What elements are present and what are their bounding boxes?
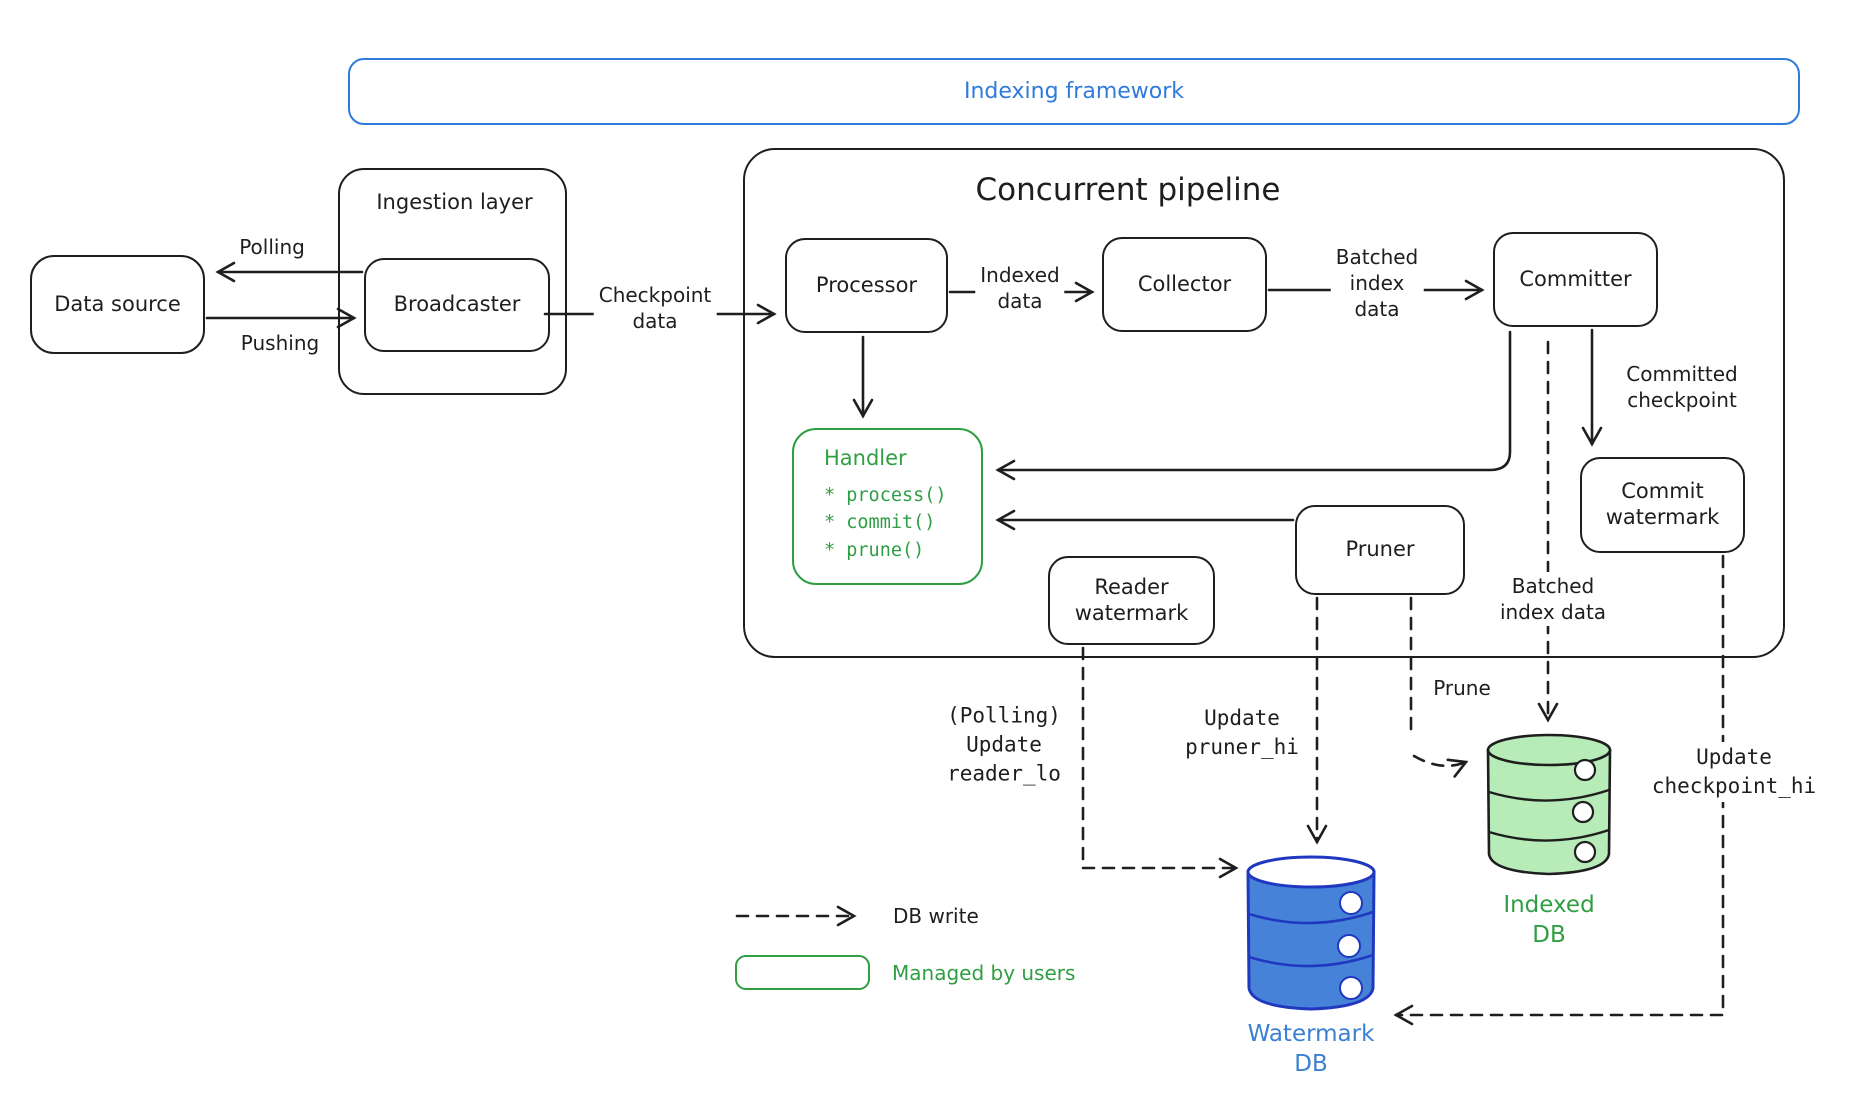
indexed-db-top <box>1486 733 1612 767</box>
edge-label-update-reader-lo: (Polling) Update reader_lo <box>947 703 1061 786</box>
node-concurrent-pipeline <box>743 148 1785 658</box>
node-commit-watermark: Commit watermark <box>1580 457 1745 553</box>
watermark-db-band <box>1248 953 1374 968</box>
indexed-db-dot <box>1573 840 1597 864</box>
handler-method-prune: * prune() <box>824 540 925 562</box>
watermark-db-body <box>1246 870 1376 1011</box>
indexed-db-body <box>1486 748 1612 876</box>
reader-watermark-label: Reader watermark <box>1074 574 1189 625</box>
handler-method-commit: * commit() <box>824 512 936 534</box>
node-committer: Committer <box>1493 232 1658 327</box>
handler-method-process: * process() <box>824 484 947 506</box>
handler-title: Handler <box>824 446 907 470</box>
watermark-db-dot <box>1339 891 1363 915</box>
edge-label-pushing: Pushing <box>240 331 320 355</box>
watermark-db-band <box>1248 910 1374 925</box>
node-reader-watermark: Reader watermark <box>1048 556 1215 645</box>
committer-label: Committer <box>1519 266 1632 291</box>
indexed-db-dot <box>1571 800 1595 824</box>
concurrent-pipeline-title: Concurrent pipeline <box>975 172 1281 208</box>
indexed-db-label: Indexed DB <box>1503 892 1595 948</box>
dashed-arrow-prune-to-indexed-db <box>1412 754 1469 778</box>
indexed-db-band <box>1488 828 1610 842</box>
indexed-db-cylinder <box>1486 733 1612 876</box>
edge-label-indexed-data: Indexed data <box>975 261 1065 315</box>
node-ingestion-layer <box>338 168 567 395</box>
watermark-db-dot <box>1337 934 1361 958</box>
node-collector: Collector <box>1102 237 1267 332</box>
watermark-db-dot <box>1339 976 1363 1000</box>
node-processor: Processor <box>785 238 948 333</box>
watermark-db-top <box>1246 855 1376 889</box>
edge-label-prune: Prune <box>1428 674 1496 702</box>
indexed-db-band <box>1488 788 1610 802</box>
node-pruner: Pruner <box>1295 505 1465 595</box>
indexing-framework-banner: Indexing framework <box>348 58 1800 125</box>
legend-db-write-label: DB write <box>893 904 979 928</box>
processor-label: Processor <box>815 272 918 297</box>
edge-label-batched-index-data-db: Batched index data <box>1494 572 1612 626</box>
legend-managed-by-users-label: Managed by users <box>892 961 1076 985</box>
watermark-db-label: Watermark DB <box>1247 1021 1375 1077</box>
watermark-db-cylinder <box>1246 855 1376 1011</box>
edge-label-checkpoint-data: Checkpoint data <box>593 281 717 335</box>
indexing-framework-title: Indexing framework <box>963 79 1185 104</box>
indexed-db-dot <box>1573 758 1597 782</box>
legend-managed-swatch <box>735 955 870 990</box>
collector-label: Collector <box>1137 271 1232 296</box>
commit-watermark-label: Commit watermark <box>1605 479 1720 529</box>
edge-label-committed-checkpoint: Committed checkpoint <box>1626 362 1738 412</box>
edge-label-polling: Polling <box>239 235 305 259</box>
edge-label-update-checkpoint-hi: Update checkpoint_hi <box>1646 742 1822 802</box>
data-source-label: Data source <box>54 291 181 316</box>
node-handler: Handler * process() * commit() * prune() <box>792 428 983 585</box>
edge-label-update-pruner-hi: Update pruner_hi <box>1185 706 1299 759</box>
edge-label-batched-index-data: Batched index data <box>1330 243 1424 323</box>
node-data-source: Data source <box>30 255 205 354</box>
node-broadcaster: Broadcaster <box>364 258 550 352</box>
ingestion-layer-label: Ingestion layer <box>376 190 533 214</box>
pruner-label: Pruner <box>1345 537 1415 562</box>
broadcaster-label: Broadcaster <box>393 292 521 317</box>
